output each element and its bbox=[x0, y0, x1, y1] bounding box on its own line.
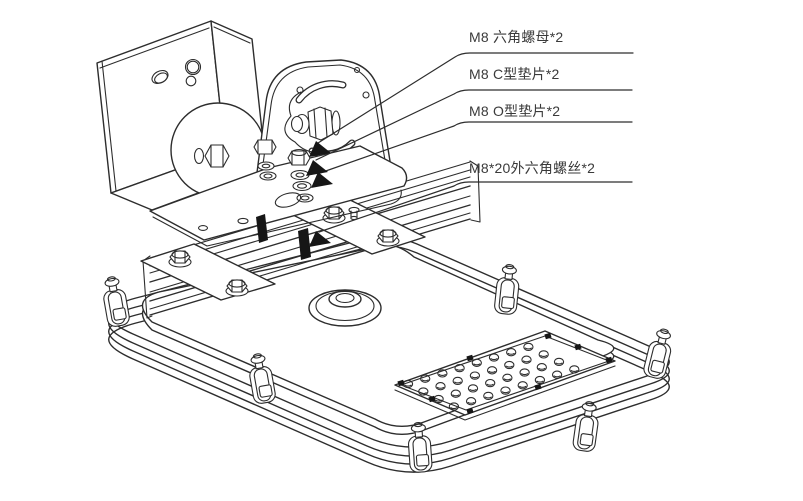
leader-line-hex-nut bbox=[317, 52, 634, 144]
light-fixture bbox=[99, 160, 677, 474]
rim-clip bbox=[99, 274, 132, 329]
mounting-bracket bbox=[96, 20, 408, 260]
keyhole-slot bbox=[184, 58, 202, 87]
m8-screw bbox=[298, 228, 311, 260]
pivot-bolt-left bbox=[193, 144, 230, 168]
flange-hole bbox=[197, 225, 209, 231]
pivot-bolt-right bbox=[290, 106, 341, 141]
plate-hole bbox=[362, 91, 370, 99]
hardware-stack-front bbox=[287, 148, 312, 192]
rail-clamp-plate-left bbox=[140, 243, 276, 301]
c-washer bbox=[290, 169, 310, 181]
lens-plate bbox=[394, 330, 616, 421]
hex-nut bbox=[287, 150, 311, 166]
oval-hole bbox=[151, 69, 169, 85]
rim-clip bbox=[641, 326, 677, 381]
arc-slot-upper bbox=[295, 80, 347, 104]
o-washer bbox=[292, 180, 312, 192]
leader-line-hex-bolt bbox=[318, 181, 633, 233]
callout-label-c-washer: M8 C型垫片*2 bbox=[469, 66, 559, 82]
leader-line-c-washer bbox=[315, 89, 633, 161]
m8-screw bbox=[256, 214, 268, 243]
arrow-icon-hex-nut bbox=[309, 141, 331, 157]
arrow-icon-hex-bolt bbox=[309, 231, 331, 247]
bracket-left-disc bbox=[170, 102, 266, 198]
plate-hole bbox=[353, 66, 361, 74]
leader-line-o-washer bbox=[319, 121, 633, 174]
callout-label-hex-bolt: M8*20外六角螺丝*2 bbox=[469, 160, 595, 176]
arrow-icon-c-washer bbox=[306, 160, 328, 176]
dome-sensor bbox=[308, 289, 382, 327]
rim-clip bbox=[493, 262, 522, 316]
lens-corner-marks bbox=[397, 332, 613, 415]
hardware-stack-rear bbox=[253, 139, 277, 181]
flange-hole bbox=[237, 217, 249, 225]
flange-oval-hole bbox=[274, 192, 302, 208]
callout-label-o-washer: M8 O型垫片*2 bbox=[469, 103, 560, 119]
callouts: M8 六角螺母*2 M8 C型垫片*2 M8 O型垫片*2 M8*20外六角螺丝… bbox=[306, 29, 634, 247]
m8-screws bbox=[256, 214, 311, 260]
callout-label-hex-nut: M8 六角螺母*2 bbox=[469, 29, 563, 45]
arrow-icon-o-washer bbox=[311, 172, 333, 188]
flange-washer-ring bbox=[296, 193, 314, 203]
bracket-base-flange bbox=[149, 145, 408, 247]
